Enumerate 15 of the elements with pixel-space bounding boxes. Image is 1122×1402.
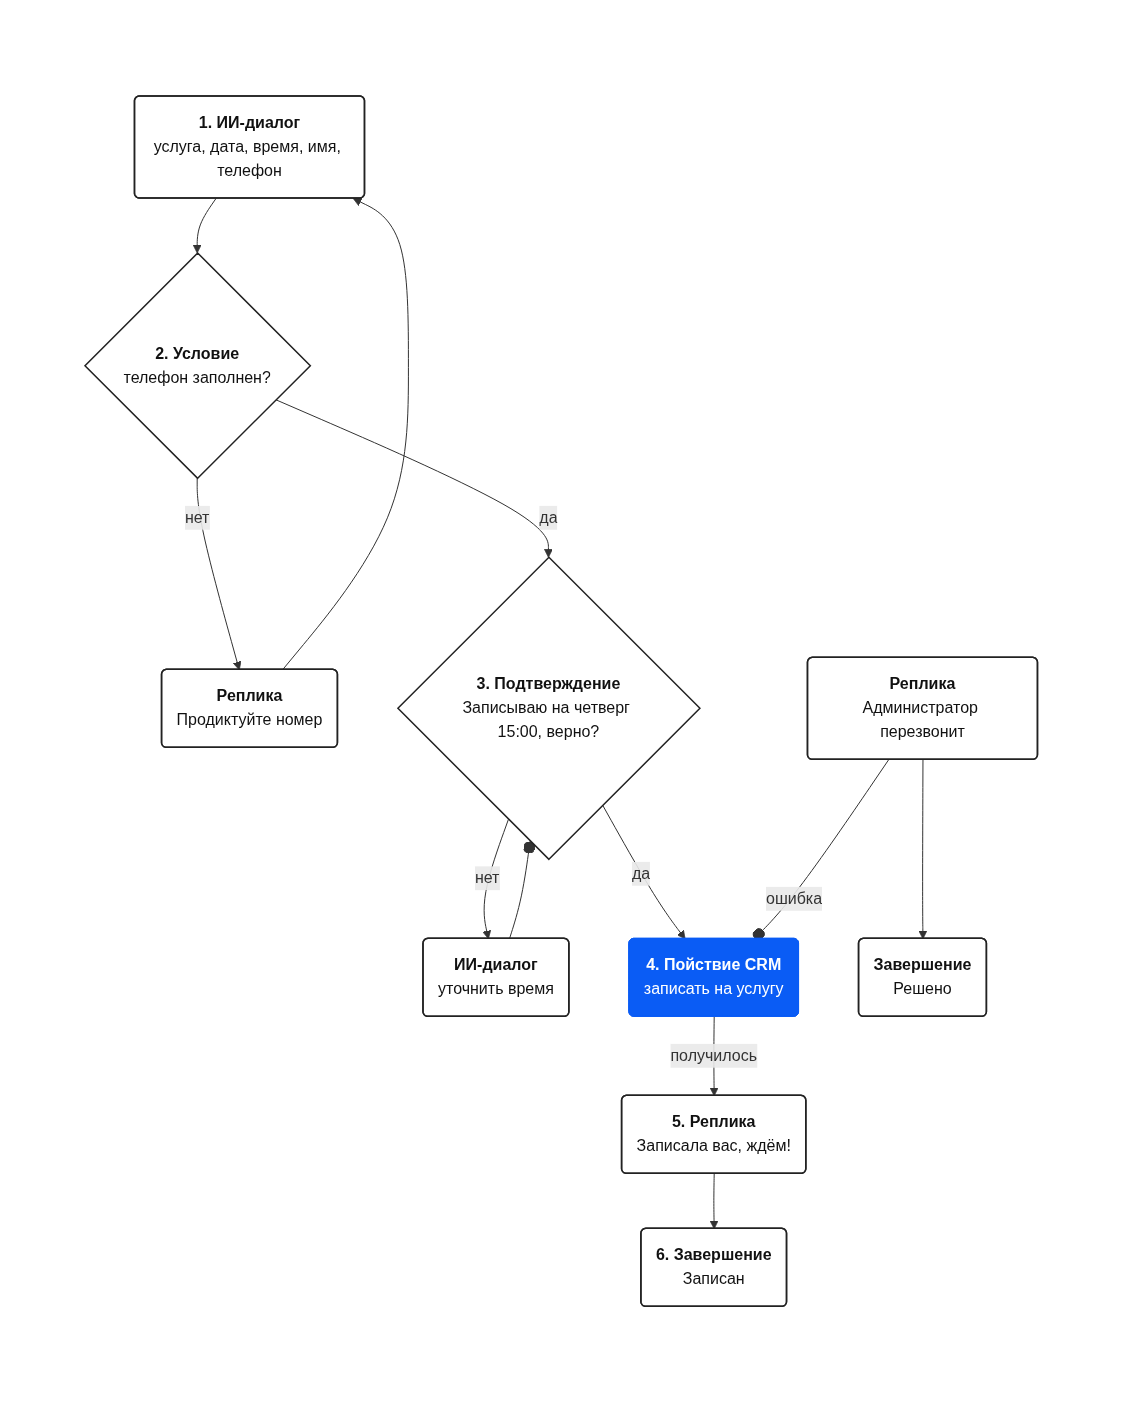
edge-label: да	[539, 508, 558, 526]
node-diamond: 3. Подтверждение Записываю на четверг 15:00, верно?	[396, 556, 701, 861]
arrow	[601, 804, 686, 940]
arrow	[281, 197, 409, 671]
edge-label: да	[631, 864, 650, 882]
edge-label: получилось	[670, 1046, 757, 1064]
arrow	[918, 759, 928, 940]
connector	[508, 840, 536, 940]
arrow	[709, 1173, 719, 1230]
arrow	[275, 399, 553, 558]
edge-label: ошибка	[765, 889, 822, 907]
edge-label: нет	[474, 869, 500, 887]
node-diamond: 2. Условие телефон заполнен?	[83, 251, 312, 480]
arrow	[192, 197, 217, 254]
edge-label: нет	[184, 508, 210, 526]
